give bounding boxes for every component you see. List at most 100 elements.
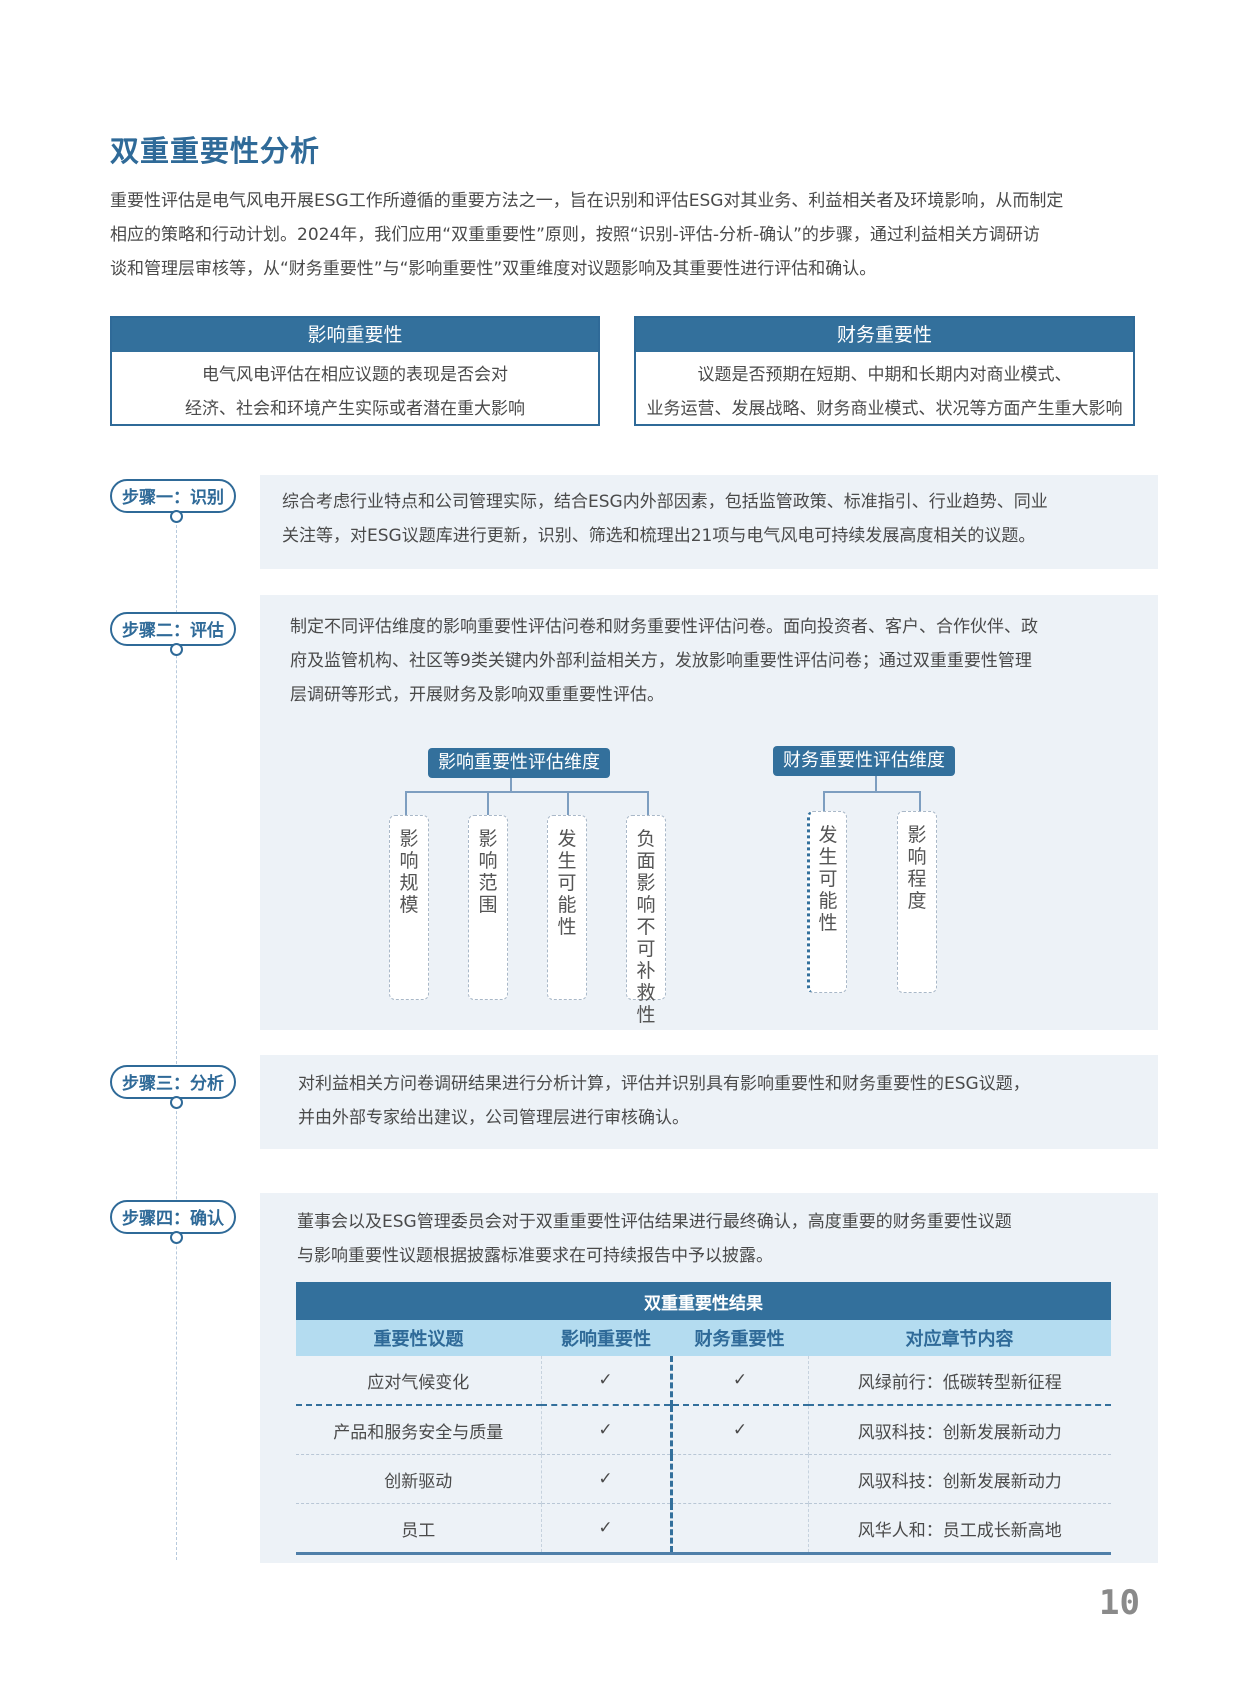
step-text-line: 董事会以及ESG管理委员会对于双重重要性评估结果进行最终确认，高度重要的财务重要… — [297, 1212, 1012, 1232]
step-text-line: 层调研等形式，开展财务及影响双重重要性评估。 — [290, 685, 664, 705]
dimension-label: 影响范围 — [469, 828, 507, 916]
table-row: 创新驱动 ✓ 风驭科技：创新发展新动力 — [296, 1454, 1111, 1504]
impact-check-cell: ✓ — [540, 1356, 671, 1405]
connector — [823, 791, 825, 811]
step-text-line: 综合考虑行业特点和公司管理实际，结合ESG内外部因素，包括监管政策、标准指引、行… — [282, 492, 1048, 512]
dimension-box: 发生可能性 — [547, 815, 587, 1000]
step-1-label: 步骤一：识别 — [110, 479, 236, 513]
column-header: 财务重要性 — [671, 1320, 808, 1356]
dimension-char: 影 — [478, 828, 498, 850]
step-3-label: 步骤三：分析 — [110, 1065, 236, 1099]
topic-cell: 创新驱动 — [384, 1471, 453, 1492]
dimension-char: 程 — [907, 868, 927, 890]
dimension-box: 负面影响不可补救性 — [626, 815, 666, 1026]
dimension-char: 负 — [636, 828, 656, 850]
dimension-char: 范 — [478, 872, 498, 894]
chapter-cell: 风绿前行：低碳转型新征程 — [807, 1356, 1111, 1405]
dimension-char: 发 — [557, 828, 577, 850]
financial-check-cell: ✓ — [669, 1356, 808, 1405]
topic-cell: 产品和服务安全与质量 — [333, 1422, 504, 1443]
dimension-char: 生 — [557, 850, 577, 872]
step-text-line: 与影响重要性议题根据披露标准要求在可持续报告中予以披露。 — [297, 1246, 773, 1266]
dimension-box: 影响规模 — [389, 815, 429, 1000]
connector — [919, 791, 921, 811]
dimension-char: 可 — [636, 938, 656, 960]
dimension-char: 影 — [636, 872, 656, 894]
step-text-line: 对利益相关方问卷调研结果进行分析计算，评估并识别具有影响重要性和财务重要性的ES… — [298, 1074, 1030, 1094]
connector — [823, 791, 921, 793]
dimension-char: 可 — [557, 872, 577, 894]
column-header: 重要性议题 — [296, 1320, 541, 1356]
dimension-char: 发 — [818, 824, 838, 846]
step-text-line: 并由外部专家给出建议，公司管理层进行审核确认。 — [298, 1108, 689, 1128]
dimension-label: 影响规模 — [390, 828, 428, 916]
connector — [487, 791, 489, 815]
dimension-char: 性 — [636, 1004, 656, 1026]
step-text-line: 关注等，对ESG议题库进行更新，识别、筛选和梳理出21项与电气风电可持续发展高度… — [282, 526, 1036, 546]
table-row: 产品和服务安全与质量 ✓ ✓ 风驭科技：创新发展新动力 — [296, 1405, 1111, 1455]
financial-materiality-box: 财务重要性 议题是否预期在短期、中期和长期内对商业模式、 业务运营、发展战略、财… — [634, 316, 1135, 426]
definition-line: 业务运营、发展战略、财务商业模式、状况等方面产生重大影响 — [646, 399, 1123, 419]
timeline-node — [170, 1231, 183, 1244]
connector — [405, 791, 407, 815]
financial-materiality-body: 议题是否预期在短期、中期和长期内对商业模式、 业务运营、发展战略、财务商业模式、… — [636, 352, 1133, 426]
chapter-cell: 风驭科技：创新发展新动力 — [807, 1454, 1111, 1504]
dimension-char: 面 — [636, 850, 656, 872]
financial-check-cell — [669, 1454, 808, 1504]
page-number: 10 — [1099, 1583, 1140, 1623]
step-3-panel: 对利益相关方问卷调研结果进行分析计算，评估并识别具有影响重要性和财务重要性的ES… — [260, 1055, 1158, 1149]
intro-line: 重要性评估是电气风电开展ESG工作所遵循的重要方法之一，旨在识别和评估ESG对其… — [110, 191, 1064, 211]
impact-materiality-header: 影响重要性 — [112, 318, 598, 352]
results-table-wrapper: 双重重要性结果 重要性议题 影响重要性 财务重要性 对应章节内容 应对气候变化 … — [296, 1282, 1111, 1555]
step-4-label: 步骤四：确认 — [110, 1200, 236, 1234]
financial-materiality-header: 财务重要性 — [636, 318, 1133, 352]
column-header: 对应章节内容 — [808, 1320, 1111, 1356]
dimension-box: 影响范围 — [468, 815, 508, 1000]
intro-line: 相应的策略和行动计划。2024年，我们应用“双重重要性”原则，按照“识别-评估-… — [110, 225, 1040, 245]
column-header: 影响重要性 — [541, 1320, 671, 1356]
dimension-char: 响 — [907, 846, 927, 868]
chapter-cell: 风华人和：员工成长新高地 — [807, 1503, 1111, 1554]
impact-dimensions-title: 影响重要性评估维度 — [428, 748, 610, 778]
connector — [567, 791, 569, 815]
intro-paragraph: 重要性评估是电气风电开展ESG工作所遵循的重要方法之一，旨在识别和评估ESG对其… — [110, 184, 1160, 286]
dimension-char: 能 — [818, 890, 838, 912]
dimension-char: 影 — [399, 828, 419, 850]
dimension-label: 发生可能性 — [810, 824, 846, 934]
dimension-char: 影 — [907, 824, 927, 846]
timeline-line — [176, 520, 177, 1560]
impact-materiality-box: 影响重要性 电气风电评估在相应议题的表现是否会对 经济、社会和环境产生实际或者潜… — [110, 316, 600, 426]
dimension-box: 发生可能性 — [807, 811, 847, 993]
step-2-label: 步骤二：评估 — [110, 612, 236, 646]
table-row: 员工 ✓ 风华人和：员工成长新高地 — [296, 1503, 1111, 1554]
dimension-char: 响 — [478, 850, 498, 872]
dimension-label: 发生可能性 — [548, 828, 586, 938]
financial-dimensions-title: 财务重要性评估维度 — [773, 746, 955, 776]
step-1-panel: 综合考虑行业特点和公司管理实际，结合ESG内外部因素，包括监管政策、标准指引、行… — [260, 475, 1158, 569]
definition-line: 议题是否预期在短期、中期和长期内对商业模式、 — [697, 365, 1072, 385]
chapter-cell: 风驭科技：创新发展新动力 — [807, 1405, 1111, 1455]
dimension-char: 救 — [636, 982, 656, 1004]
dimension-char: 规 — [399, 872, 419, 894]
dimension-char: 响 — [636, 894, 656, 916]
timeline-node — [170, 510, 183, 523]
definition-line: 经济、社会和环境产生实际或者潜在重大影响 — [185, 399, 525, 419]
dimension-char: 性 — [818, 912, 838, 934]
dimension-char: 能 — [557, 894, 577, 916]
financial-check-cell: ✓ — [669, 1405, 808, 1455]
page-title: 双重重要性分析 — [110, 134, 321, 168]
dimension-char: 可 — [818, 868, 838, 890]
dimension-char: 性 — [557, 916, 577, 938]
connector — [510, 778, 512, 792]
step-text-line: 府及监管机构、社区等9类关键内外部利益相关方，发放影响重要性评估问卷；通过双重重… — [290, 651, 1032, 671]
timeline-node — [170, 643, 183, 656]
impact-check-cell: ✓ — [540, 1503, 671, 1554]
results-table-caption: 双重重要性结果 — [296, 1282, 1111, 1320]
topic-cell: 应对气候变化 — [367, 1372, 470, 1393]
dimension-char: 响 — [399, 850, 419, 872]
results-table: 双重重要性结果 重要性议题 影响重要性 财务重要性 对应章节内容 应对气候变化 … — [296, 1282, 1111, 1555]
impact-check-cell: ✓ — [540, 1405, 671, 1455]
dimension-label: 负面影响不可补救性 — [627, 828, 665, 1026]
dimension-char: 围 — [478, 894, 498, 916]
timeline-node — [170, 1096, 183, 1109]
